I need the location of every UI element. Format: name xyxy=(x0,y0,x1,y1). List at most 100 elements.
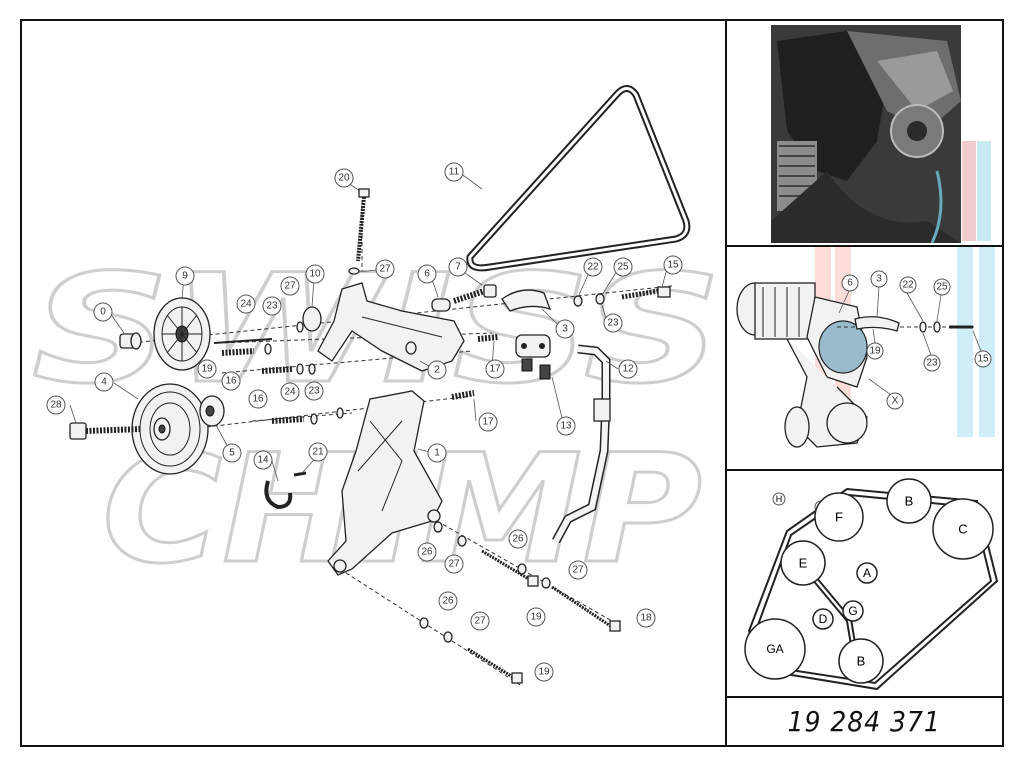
svg-text:14: 14 xyxy=(257,455,269,466)
exploded-view-panel: SWISS CHIMP xyxy=(22,21,727,745)
callout-7: 7 xyxy=(448,257,468,277)
svg-text:23: 23 xyxy=(266,301,278,312)
pulley-ga: GA xyxy=(744,618,806,680)
svg-text:21: 21 xyxy=(312,447,324,458)
svg-text:25: 25 xyxy=(936,282,948,293)
inset-callout-23: 23 xyxy=(923,354,941,372)
svg-text:19: 19 xyxy=(869,346,881,357)
inset-callout-x: X xyxy=(886,392,904,410)
svg-text:19: 19 xyxy=(538,667,550,678)
svg-text:26: 26 xyxy=(421,547,433,558)
installed-photo-panel xyxy=(727,21,1002,247)
svg-text:18: 18 xyxy=(640,613,652,624)
svg-text:H: H xyxy=(776,494,783,504)
callout-21: 21 xyxy=(308,442,328,462)
callout-28: 28 xyxy=(46,395,66,415)
svg-text:13: 13 xyxy=(560,421,572,432)
clip-14 xyxy=(264,480,293,510)
callout-3: 3 xyxy=(555,319,575,339)
svg-text:GA: GA xyxy=(766,642,783,656)
spacer-6 xyxy=(431,298,451,312)
svg-text:23: 23 xyxy=(308,386,320,397)
callout-14: 14 xyxy=(253,450,273,470)
belt-routing-panel: H 11 F B C xyxy=(727,471,1002,698)
callout-26: 26 xyxy=(438,591,458,611)
svg-text:9: 9 xyxy=(182,271,188,282)
bolt-19-lower xyxy=(467,549,539,684)
callout-0: 0 xyxy=(93,302,113,322)
pulley-c: C xyxy=(932,498,994,560)
svg-text:25: 25 xyxy=(617,262,629,273)
callout-2: 2 xyxy=(427,360,447,380)
callout-15: 15 xyxy=(663,255,683,275)
svg-text:D: D xyxy=(819,612,828,626)
callout-12: 12 xyxy=(618,359,638,379)
bolt-16-lower xyxy=(261,366,305,424)
pulley-f: F xyxy=(814,492,864,542)
svg-text:22: 22 xyxy=(587,262,599,273)
callout-27: 27 xyxy=(568,560,588,580)
callout-19: 19 xyxy=(526,607,546,627)
svg-text:23: 23 xyxy=(607,318,619,329)
svg-text:27: 27 xyxy=(284,281,296,292)
callout-18: 18 xyxy=(636,608,656,628)
callout-19: 19 xyxy=(534,662,554,682)
svg-text:12: 12 xyxy=(622,364,634,375)
inset-callout-25: 25 xyxy=(933,278,951,296)
callout-22: 22 xyxy=(583,257,603,277)
svg-text:1: 1 xyxy=(434,448,440,459)
svg-text:27: 27 xyxy=(572,565,584,576)
bolt-19-upper xyxy=(213,338,273,344)
callout-9: 9 xyxy=(175,266,195,286)
part-number: 19 284 371 xyxy=(787,705,942,738)
callout-19: 19 xyxy=(197,359,217,379)
callout-20: 20 xyxy=(334,168,354,188)
svg-text:E: E xyxy=(799,556,808,571)
bolt-15 xyxy=(621,286,671,300)
svg-text:20: 20 xyxy=(338,173,350,184)
callout-26: 26 xyxy=(508,529,528,549)
callout-23: 23 xyxy=(603,313,623,333)
svg-text:16: 16 xyxy=(252,394,264,405)
callout-11: 11 xyxy=(444,162,464,182)
svg-text:17: 17 xyxy=(489,364,501,375)
assembly-detail-panel: 6 3 22 25 19 23 15 X xyxy=(727,247,1002,471)
svg-text:17: 17 xyxy=(482,417,494,428)
compressor-unit xyxy=(736,282,868,448)
callout-16: 16 xyxy=(248,389,268,409)
bolt-16-upper xyxy=(221,348,255,356)
pulley-h: H xyxy=(772,492,786,506)
svg-text:3: 3 xyxy=(562,324,568,335)
pulley-g: G xyxy=(842,600,864,622)
bolt-7 xyxy=(453,284,497,304)
svg-text:B: B xyxy=(857,654,866,669)
svg-text:3: 3 xyxy=(876,274,882,285)
serpentine-belt xyxy=(466,85,691,272)
bolt-20 xyxy=(348,188,370,275)
svg-text:11: 11 xyxy=(449,167,460,178)
tube-3 xyxy=(501,289,552,312)
callout-24: 24 xyxy=(280,382,300,402)
callout-17: 17 xyxy=(485,359,505,379)
svg-text:26: 26 xyxy=(442,596,454,607)
svg-text:15: 15 xyxy=(977,354,989,365)
svg-text:G: G xyxy=(848,604,857,618)
inset-callout-15: 15 xyxy=(974,350,992,368)
svg-text:F: F xyxy=(835,510,843,525)
bolt-17 xyxy=(451,334,499,400)
callout-10: 10 xyxy=(305,264,325,284)
inset-callout-22: 22 xyxy=(899,276,917,294)
callout-16: 16 xyxy=(221,371,241,391)
svg-text:5: 5 xyxy=(229,448,235,459)
svg-text:10: 10 xyxy=(309,269,321,280)
side-column: 6 3 22 25 19 23 15 X H xyxy=(727,21,1002,745)
belt-routing-diagram: H 11 F B C xyxy=(744,478,999,691)
svg-text:2: 2 xyxy=(434,365,440,376)
inset-callout-19: 19 xyxy=(866,342,884,360)
callout-13: 13 xyxy=(556,416,576,436)
svg-text:23: 23 xyxy=(926,358,938,369)
pulley-b-top: B xyxy=(886,478,932,524)
svg-text:27: 27 xyxy=(474,616,486,627)
callout-4: 4 xyxy=(94,372,114,392)
callout-6: 6 xyxy=(417,264,437,284)
